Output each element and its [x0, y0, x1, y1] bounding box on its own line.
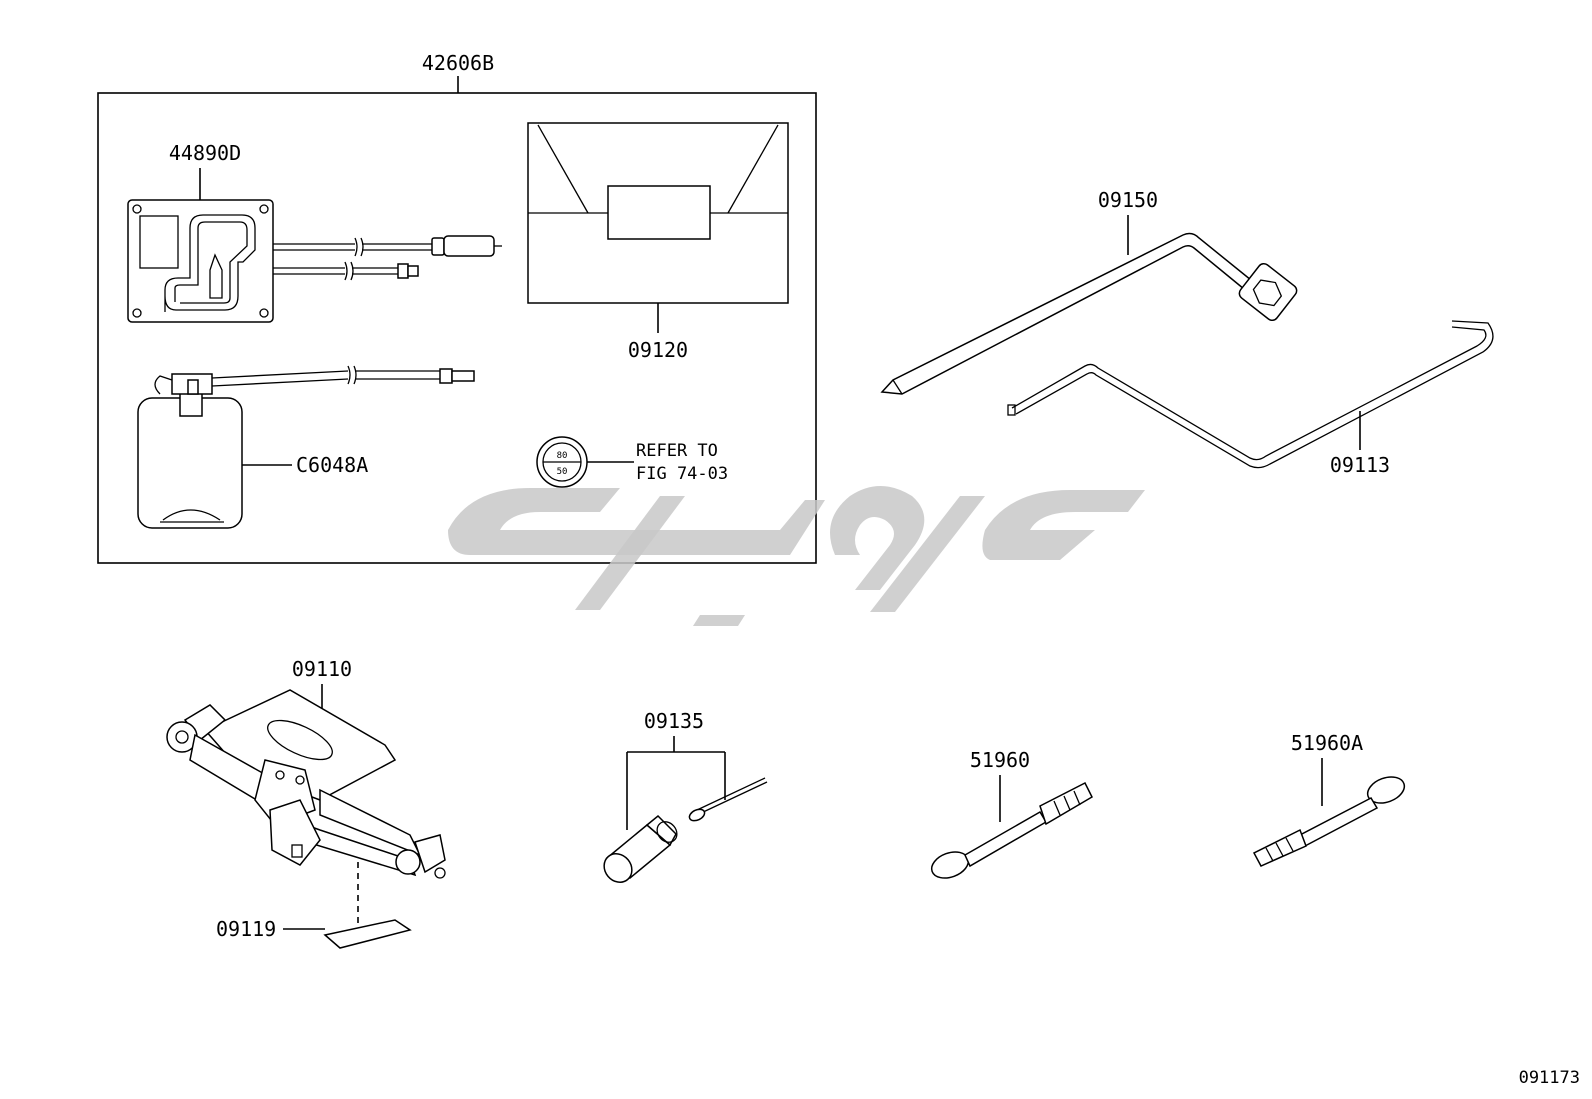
reference-group: 80 50 REFER TO FIG 74-03 [536, 436, 728, 488]
label-09135[interactable]: 09135 [644, 709, 704, 733]
power-plug-icon [273, 235, 502, 257]
label-c6048a[interactable]: C6048A [296, 453, 368, 477]
bolt-group: 51960 [930, 748, 1093, 879]
scissor-jack-icon [166, 689, 446, 879]
watermark-logo-icon [448, 486, 1145, 626]
label-42606b[interactable]: 42606B [422, 51, 494, 75]
label-51960a[interactable]: 51960A [1291, 731, 1363, 755]
label-51960[interactable]: 51960 [970, 748, 1030, 772]
bolt-alt-group: 51960A [1252, 731, 1406, 867]
jack-group: 09110 09119 [166, 657, 446, 949]
badge-bottom: 50 [557, 467, 568, 477]
sealant-bottle-icon [137, 365, 475, 529]
socket-adapter-icon [603, 814, 678, 883]
label-09113[interactable]: 09113 [1330, 453, 1390, 477]
badge-top: 80 [557, 451, 568, 461]
reference-line-1[interactable]: REFER TO [636, 441, 718, 461]
kit-frame [97, 92, 817, 564]
jack-pad-icon [323, 919, 412, 949]
connector-icon [273, 261, 419, 281]
label-09110[interactable]: 09110 [292, 657, 352, 681]
handle-group: 09113 [1007, 320, 1494, 477]
reference-badge-icon[interactable]: 80 50 [536, 436, 588, 488]
bottle-group: C6048A [137, 365, 475, 529]
bag-group: 09120 [527, 122, 789, 362]
label-09150[interactable]: 09150 [1098, 188, 1158, 212]
bag-icon [527, 122, 789, 304]
hub-bolt-alt-icon [1252, 776, 1406, 867]
compressor-icon [127, 199, 274, 323]
lug-wrench-icon [880, 232, 1298, 395]
reference-line-2[interactable]: FIG 74-03 [636, 464, 728, 484]
adapter-group: 09135 [603, 709, 768, 883]
label-44890d[interactable]: 44890D [169, 141, 241, 165]
jack-handle-icon [1007, 320, 1494, 469]
wrench-group: 09150 [880, 188, 1298, 395]
label-09120[interactable]: 09120 [628, 338, 688, 362]
label-09119[interactable]: 09119 [216, 917, 276, 941]
compressor-group: 44890D [127, 141, 502, 323]
figure-id: 091173 [1519, 1068, 1580, 1088]
kit-group: 42606B [97, 51, 817, 564]
valve-tool-icon [688, 777, 768, 822]
hub-bolt-icon [930, 781, 1093, 879]
